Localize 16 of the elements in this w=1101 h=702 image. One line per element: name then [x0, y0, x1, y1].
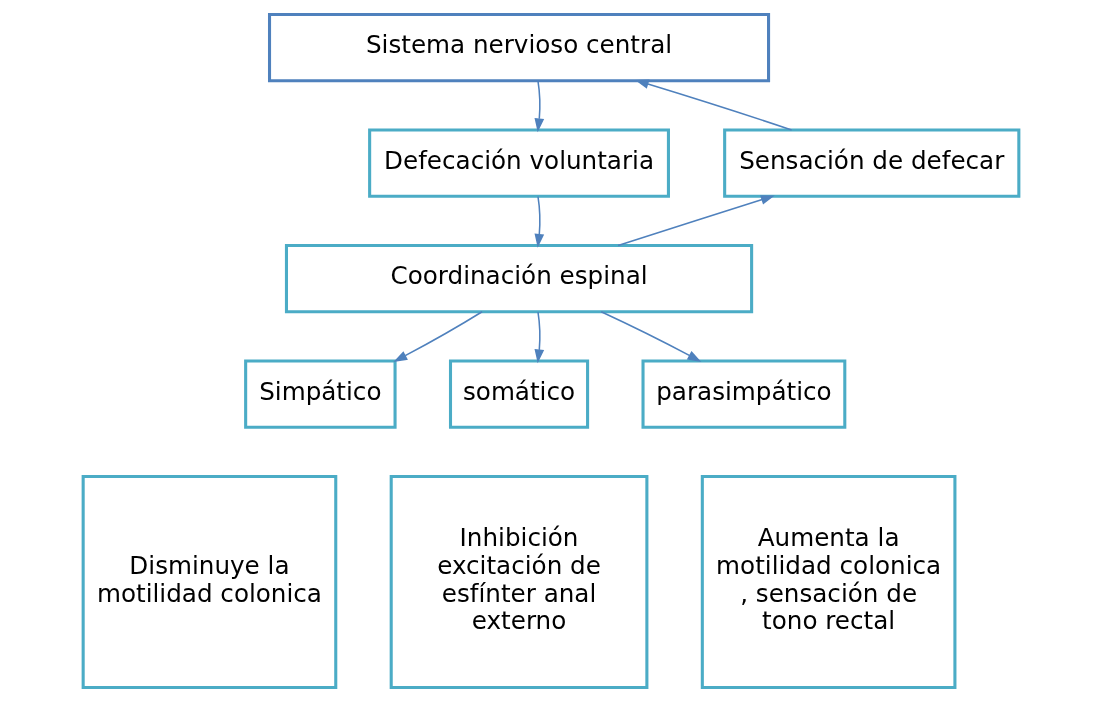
arrow — [599, 311, 701, 362]
arrow — [616, 195, 775, 247]
arrow — [534, 195, 544, 248]
node-box: Aumenta la motilidad colonica , sensación de tono rectal — [700, 475, 956, 690]
node-box: Coordinación espinal — [284, 243, 753, 314]
node-box: parasimpático — [641, 359, 846, 429]
arrow — [392, 311, 483, 362]
arrow — [534, 80, 544, 133]
node-box: somático — [448, 359, 589, 429]
node-box: Sistema nervioso central — [267, 12, 770, 83]
node-box: Disminuye la motilidad colonica — [81, 475, 337, 690]
node-box: Sensación de defecar — [722, 128, 1020, 198]
arrow — [534, 311, 544, 364]
node-box: Defecación voluntaria — [367, 128, 670, 198]
node-box: Inhibición excitación de esfínter anal externo — [389, 475, 648, 690]
node-box: Simpático — [243, 359, 397, 429]
